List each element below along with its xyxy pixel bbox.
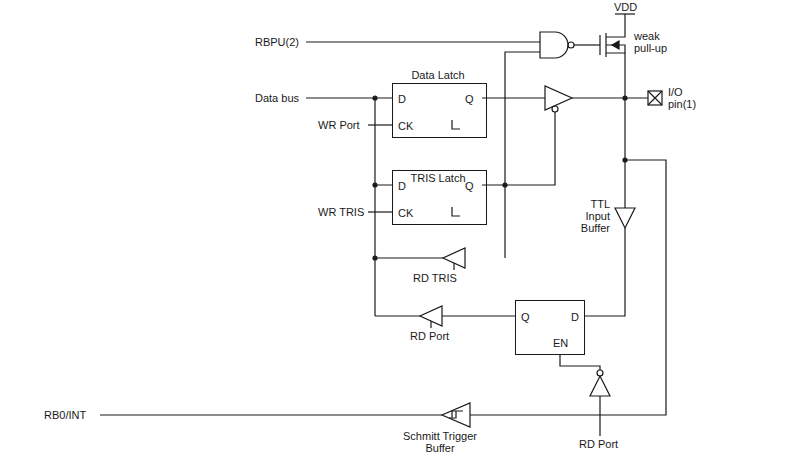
ttl-input-wire (624, 98, 625, 208)
signal-label: VDD (614, 1, 637, 13)
signal-label: WR Port (318, 119, 360, 131)
rd-tris-output (375, 257, 443, 258)
rd-port-output (375, 315, 420, 316)
data-bus-wire (306, 97, 375, 98)
pmos-body (606, 45, 625, 53)
data-bus-wire (374, 185, 375, 316)
latch-box: Q D EN (515, 300, 585, 355)
pmos-source (606, 14, 625, 37)
signal-label: I/O pin(1) (668, 86, 710, 110)
pin-label: D (571, 311, 579, 323)
pin-label: Q (465, 180, 474, 192)
rd-port-enable (430, 321, 431, 328)
wr-tris-wire (368, 211, 392, 212)
signal-label: RBPU(2) (255, 36, 299, 48)
latch-title: Data Latch (393, 69, 483, 81)
nand-input-wire (505, 52, 540, 258)
clock-edge-symbol (452, 207, 460, 216)
signal-label: RB0/INT (44, 409, 86, 421)
pin-wire (572, 97, 648, 98)
pin-label: EN (553, 337, 568, 349)
output-buffer (545, 86, 572, 110)
latch-box: Data LatchDQCK (392, 83, 487, 138)
schmitt-input-wire (470, 160, 666, 415)
latch-box: TRIS LatchDQCK (392, 170, 487, 225)
signal-label: RD Port (579, 438, 618, 450)
rd-tris-enable (453, 263, 454, 270)
data-bus-connector (375, 98, 392, 185)
inverter (590, 376, 610, 396)
data-q-wire (482, 97, 545, 98)
rb0-wire (100, 414, 442, 415)
wr-port-wire (368, 124, 392, 125)
signal-label: Schmitt Trigger Buffer (395, 430, 485, 454)
rd-port-wire (599, 396, 600, 436)
ttl-output-wire (585, 228, 625, 316)
pmos-drain (606, 53, 625, 98)
signal-label: RD Port (410, 330, 449, 342)
latch-q-wire (442, 315, 515, 316)
nand-gate (540, 32, 568, 58)
en-wire (560, 355, 600, 370)
tris-q-wire (482, 112, 555, 185)
gate-wire (574, 44, 600, 45)
schmitt-buffer (442, 403, 470, 427)
signal-label: RD TRIS (413, 272, 457, 284)
pin-label: CK (398, 207, 413, 219)
pin-label: D (398, 93, 406, 105)
io-pin-cross (648, 91, 662, 105)
vdd-bar (615, 13, 635, 14)
signal-label: Data bus (255, 92, 299, 104)
pin-label: D (398, 180, 406, 192)
hysteresis-symbol (449, 411, 463, 418)
pin-label: Q (521, 311, 530, 323)
signal-label: WR TRIS (318, 206, 364, 218)
junction-dot (373, 256, 377, 260)
signal-label: TTL Input Buffer (566, 198, 610, 234)
clock-edge-symbol (452, 120, 460, 129)
ttl-buffer (615, 208, 635, 228)
nand-bubble (568, 42, 574, 48)
rbpu-wire (306, 41, 540, 42)
pin-label: Q (465, 93, 474, 105)
pin-label: CK (398, 120, 413, 132)
signal-label: weak pull-up (634, 30, 680, 54)
pmos-gate (599, 35, 600, 55)
io-pin (648, 91, 662, 105)
